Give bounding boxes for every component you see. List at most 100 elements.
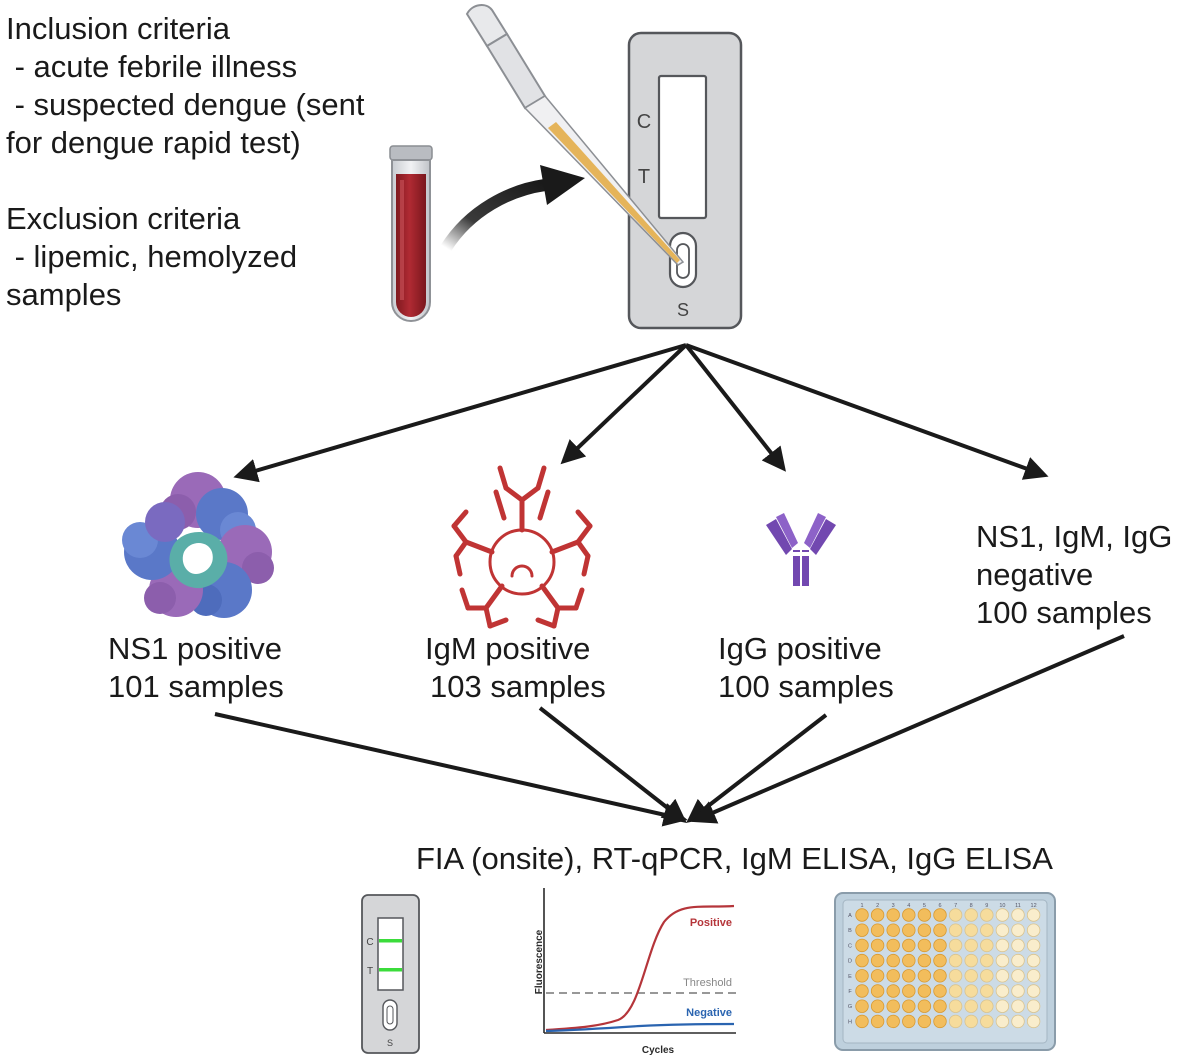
exclusion-item-2: samples: [6, 277, 122, 312]
plate-well: [1026, 999, 1041, 1013]
plate-row-label: E: [848, 974, 852, 980]
plate-well: [1026, 938, 1041, 953]
methods-label: FIA (onsite), RT-qPCR, IgM ELISA, IgG EL…: [416, 841, 1053, 876]
pcr-negative-curve: [545, 1022, 735, 1033]
plate-well: [902, 984, 916, 998]
distribution-arrows: [233, 343, 1049, 483]
cassette-c-label: C: [637, 111, 651, 133]
plate-well: [870, 969, 885, 983]
plate-column-label: 2: [876, 903, 879, 909]
plate-row-label: B: [848, 928, 852, 934]
plate-well: [980, 999, 994, 1013]
plate-row-label: H: [848, 1019, 852, 1025]
group-igm-line1: IgM positive: [425, 631, 591, 666]
plate-well: [980, 969, 994, 983]
plate-row-label: C: [848, 943, 852, 949]
plate-well: [1026, 1014, 1041, 1029]
plate-well: [995, 1014, 1010, 1029]
plate-well: [870, 938, 885, 953]
plate-well: [1011, 938, 1025, 953]
plate-well: [902, 908, 916, 922]
plate-well: [948, 908, 963, 922]
fia-c-label: C: [366, 937, 373, 948]
plate-column-label: 7: [954, 903, 957, 909]
arrow-from-negative: [691, 634, 1125, 824]
plate-well: [964, 999, 978, 1013]
plate-well: [917, 953, 932, 968]
plate-well: [917, 938, 932, 953]
fia-s-label: S: [387, 1038, 393, 1048]
plate-column-label: 6: [938, 903, 941, 909]
inclusion-item-1: - acute febrile illness: [6, 49, 298, 84]
plate-well: [1026, 969, 1041, 983]
plate-well: [917, 984, 932, 998]
arrow-to-ns1: [233, 343, 687, 483]
plate-well: [855, 923, 869, 937]
inclusion-item-3: for dengue rapid test): [6, 125, 301, 160]
plate-well: [933, 953, 947, 968]
plate-well: [980, 923, 994, 937]
plate-column-label: 12: [1031, 903, 1037, 909]
igg-antibody-icon: [766, 513, 836, 586]
arrow-to-negative: [685, 343, 1049, 480]
plate-well: [1026, 984, 1041, 998]
plate-well: [855, 984, 869, 998]
plate-well: [886, 953, 900, 968]
plate-column-label: 10: [999, 903, 1005, 909]
plate-well: [948, 938, 963, 953]
plate-well: [1026, 923, 1041, 937]
plate-well: [902, 969, 916, 983]
plate-well: [855, 969, 869, 983]
plate-well: [886, 923, 900, 937]
pcr-threshold-label: Threshold: [683, 977, 732, 989]
plate-column-label: 3: [892, 903, 895, 909]
plate-well: [964, 923, 978, 937]
fia-t-label: T: [367, 966, 373, 977]
blood-tube-icon: [389, 145, 433, 322]
group-ns1-line1: NS1 positive: [108, 631, 283, 666]
plate-well: [870, 923, 885, 937]
ns1-protein-icon: [122, 472, 274, 618]
fia-cassette-icon: C T S: [361, 894, 420, 1054]
plate-column-label: 11: [1015, 903, 1021, 909]
plate-well: [902, 923, 916, 937]
plate-well: [1026, 908, 1041, 922]
plate-well: [980, 984, 994, 998]
plate-well: [933, 908, 947, 922]
plate-well: [964, 908, 978, 922]
plate-well: [917, 969, 932, 983]
group-negative-line2: negative: [976, 557, 1094, 592]
inclusion-item-2: - suspected dengue (sent: [6, 87, 365, 122]
plate-well: [855, 1014, 869, 1029]
plate-well: [964, 938, 978, 953]
plate-well: [995, 984, 1010, 998]
fia-c-line: [379, 939, 402, 943]
plate-well: [1011, 984, 1025, 998]
plate-well: [870, 999, 885, 1013]
plate-column-label: 9: [985, 903, 988, 909]
plate-well: [964, 1014, 978, 1029]
plate-well: [1011, 969, 1025, 983]
pcr-positive-label: Positive: [690, 917, 732, 929]
converging-arrows: [214, 634, 1125, 827]
plate-row-label: D: [848, 959, 852, 965]
rapid-test-cassette-icon: C T S: [627, 31, 743, 330]
plate-well: [902, 999, 916, 1013]
plate-well: [995, 953, 1010, 968]
exclusion-item-1: - lipemic, hemolyzed: [6, 239, 298, 274]
plate-well: [886, 969, 900, 983]
curved-arrow-icon: [440, 165, 585, 254]
plate-well: [902, 953, 916, 968]
plate-well: [980, 908, 994, 922]
cassette-s-label: S: [677, 300, 689, 320]
plate-well: [933, 923, 947, 937]
plate-well: [1011, 953, 1025, 968]
plate-well: [948, 923, 963, 937]
plate-well: [933, 999, 947, 1013]
plate-well: [980, 953, 994, 968]
group-negative-line3: 100 samples: [976, 595, 1152, 630]
plate-well: [917, 1014, 932, 1029]
exclusion-title: Exclusion criteria: [6, 201, 241, 236]
